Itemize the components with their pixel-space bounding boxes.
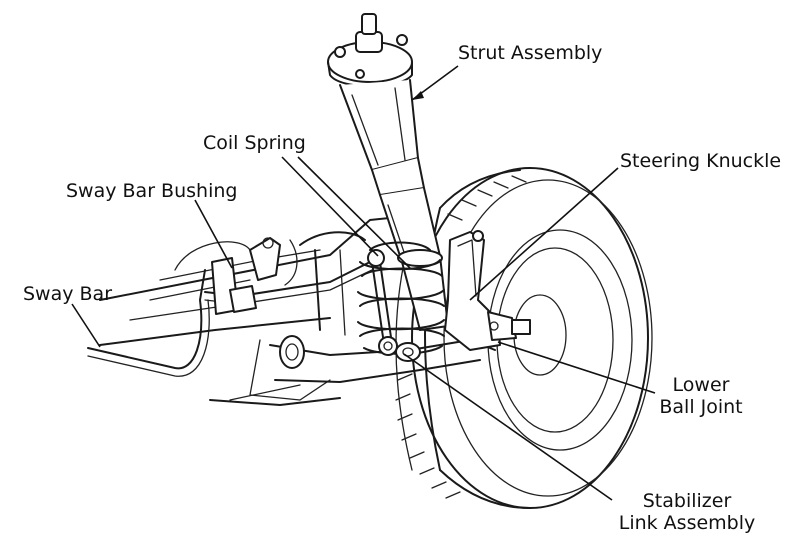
stabilizer-link — [367, 249, 398, 356]
leader-stabilizer-link — [403, 353, 613, 501]
leader-coil-spring — [281, 156, 379, 257]
label-stabilizer-line1: Stabilizer — [642, 490, 732, 512]
strut-body — [339, 79, 449, 331]
strut-mount — [327, 13, 413, 88]
leader-sway-bar-bushing — [194, 199, 233, 269]
label-lower-ball-joint-line2: Ball Joint — [659, 396, 743, 418]
leader-lines — [71, 65, 656, 501]
label-strut-assembly: Strut Assembly — [458, 42, 603, 64]
steering-knuckle — [444, 230, 531, 351]
label-sway-bar: Sway Bar — [23, 283, 113, 305]
coil-spring — [357, 241, 445, 355]
leader-lower-ball-joint — [497, 341, 656, 394]
sway-bar-bushing — [211, 237, 298, 315]
wheel-rim — [487, 229, 633, 451]
label-coil-spring: Coil Spring — [203, 132, 306, 154]
lower-control-arm — [229, 335, 496, 401]
lower-ball-joint — [395, 342, 421, 362]
leader-steering-knuckle — [469, 167, 619, 301]
label-steering-knuckle: Steering Knuckle — [620, 150, 782, 172]
label-sway-bar-bushing: Sway Bar Bushing — [66, 180, 238, 202]
label-stabilizer-link-assembly: Stabilizer Link Assembly — [612, 490, 762, 534]
label-stabilizer-line2: Link Assembly — [618, 512, 756, 534]
label-lower-ball-joint-line1: Lower — [672, 374, 730, 396]
leader-coil-spring-2 — [297, 156, 411, 269]
tire — [395, 167, 653, 509]
leader-sway-bar — [71, 303, 101, 348]
label-lower-ball-joint: Lower Ball Joint — [655, 374, 747, 418]
